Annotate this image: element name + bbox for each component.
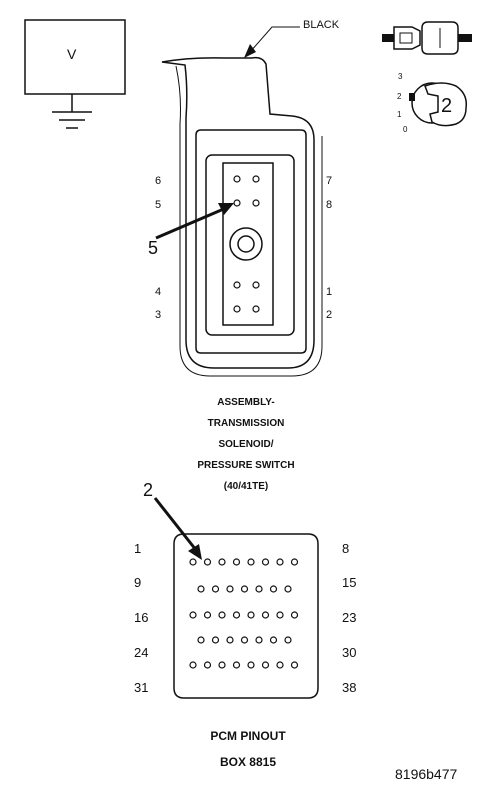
pin-label-2: 2: [326, 309, 333, 321]
caption-line: ASSEMBLY-: [217, 397, 275, 408]
pcm-callout-2: 2: [143, 480, 154, 500]
pcm-pin: [276, 558, 284, 566]
pcm-pin: [290, 558, 299, 566]
pcm-right-label: 15: [342, 575, 357, 590]
caption-line: PRESSURE SWITCH: [197, 460, 295, 471]
pin-label-4: 4: [155, 286, 162, 298]
pcm-pinout-box: [173, 533, 319, 699]
pcm-pin: [240, 636, 249, 644]
pcm-pin: [226, 585, 234, 593]
pcm-pin: [255, 636, 263, 644]
pcm-pin: [226, 636, 234, 644]
pcm-left-label: 1: [134, 541, 142, 556]
pcm-pin: [203, 611, 212, 619]
voltmeter-symbol: [24, 19, 126, 129]
pcm-pin: [240, 585, 249, 593]
pcm-left-label: 31: [134, 680, 149, 695]
pcm-pin: [218, 661, 226, 669]
pin-label-6: 6: [155, 175, 162, 187]
pcm-pin: [197, 636, 205, 644]
key-pos-2: 2: [397, 92, 402, 101]
pcm-right-label: 23: [342, 610, 357, 625]
pcm-pin: [261, 661, 270, 669]
pcm-pin-grid: [189, 558, 299, 669]
pin-label-1: 1: [326, 286, 333, 298]
connector-caption: ASSEMBLY- TRANSMISSION SOLENOID/ PRESSUR…: [146, 392, 346, 497]
pcm-pin: [232, 558, 241, 566]
caption-line: BOX 8815: [219, 755, 277, 769]
callout-arrow-2: [153, 497, 202, 560]
figure-id: 8196b477: [395, 766, 458, 782]
pcm-pin: [203, 661, 212, 669]
pcm-pin: [290, 661, 299, 669]
pcm-caption: PCM PINOUT BOX 8815: [148, 723, 348, 775]
pcm-pin: [290, 611, 299, 619]
pcm-pin: [211, 585, 220, 593]
pcm-right-label: 30: [342, 645, 357, 660]
pcm-pin: [247, 611, 255, 619]
black-wire-leader: [244, 26, 300, 58]
connector-callout-5: 5: [148, 238, 159, 258]
pcm-left-label: 24: [134, 645, 149, 660]
pcm-pin: [189, 611, 197, 619]
pcm-pin: [276, 661, 284, 669]
key-pos-3: 3: [398, 72, 403, 81]
pin-label-3: 3: [155, 309, 162, 321]
pcm-pin: [218, 611, 226, 619]
pcm-pin: [247, 661, 255, 669]
caption-line: PCM PINOUT: [210, 729, 286, 743]
pcm-pin: [269, 585, 278, 593]
pcm-right-label: 38: [342, 680, 357, 695]
key-pos-0: 0: [403, 125, 408, 134]
transmission-connector-housing: [161, 56, 323, 377]
pcm-pin: [189, 661, 197, 669]
pcm-pin: [232, 611, 241, 619]
pcm-pin: [203, 558, 212, 566]
caption-line: TRANSMISSION: [207, 418, 285, 429]
pcm-pin: [261, 558, 270, 566]
pcm-pin: [232, 661, 241, 669]
pcm-pin: [197, 585, 205, 593]
pcm-right-label: 8: [342, 541, 350, 556]
pcm-pin: [218, 558, 226, 566]
pcm-pin: [211, 636, 220, 644]
caption-line: SOLENOID/: [218, 439, 274, 450]
pcm-pin: [255, 585, 263, 593]
meter-label: V: [67, 46, 77, 62]
pcm-pin: [276, 611, 284, 619]
pin-label-5: 5: [155, 199, 162, 211]
wire-color-label: BLACK: [303, 19, 340, 31]
key-callout: 2: [441, 95, 453, 117]
pcm-pin: [269, 636, 278, 644]
pcm-left-label: 9: [134, 575, 142, 590]
ignition-key-icon: [409, 82, 468, 127]
pcm-pin: [284, 585, 292, 593]
pin-label-8: 8: [326, 199, 333, 211]
key-pos-1: 1: [397, 110, 402, 119]
pcm-pin: [247, 558, 255, 566]
callout-arrow-5: [155, 203, 234, 240]
pcm-pin: [284, 636, 292, 644]
pin-label-7: 7: [326, 175, 333, 187]
pcm-pin: [261, 611, 270, 619]
pcm-left-label: 16: [134, 610, 149, 625]
probe-connector-icon: [382, 21, 472, 55]
pcm-pin: [189, 558, 197, 566]
caption-line: (40/41TE): [223, 481, 269, 492]
